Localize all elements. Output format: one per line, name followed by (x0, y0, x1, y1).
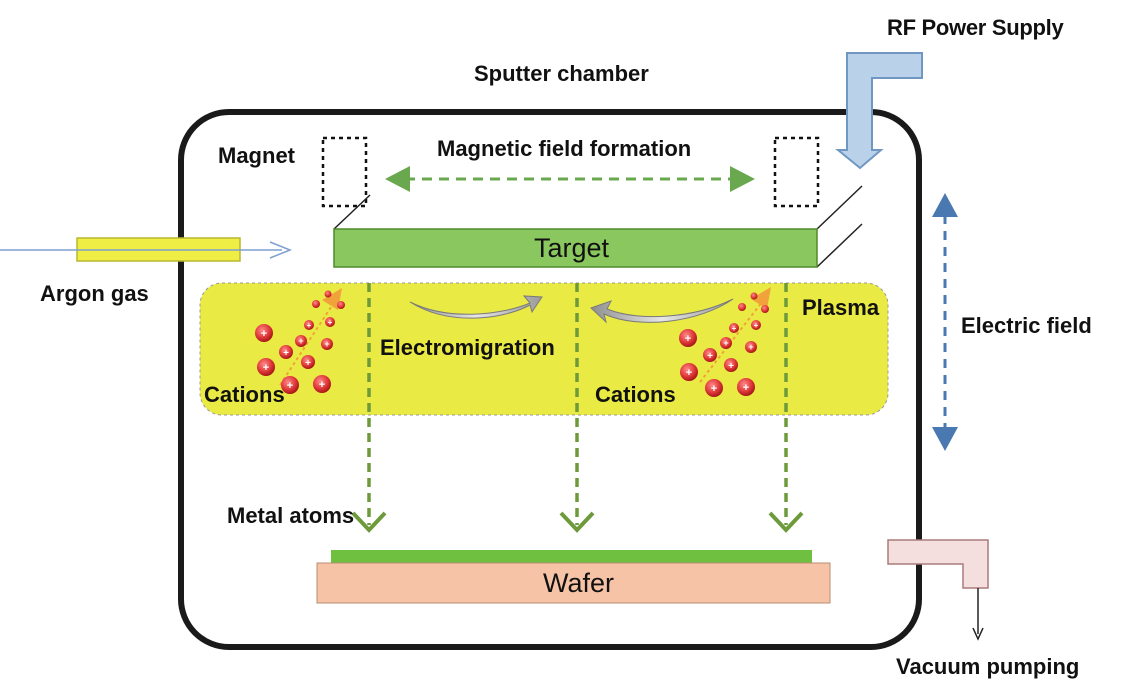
cation-ball: + (325, 317, 335, 327)
cation-ball: + (680, 363, 698, 381)
svg-text:+: + (711, 383, 717, 395)
argon-gas-label: Argon gas (40, 281, 149, 306)
svg-text:+: + (287, 380, 293, 392)
cation-ball (738, 303, 746, 311)
cation-ball (337, 301, 345, 309)
cation-ball (324, 290, 332, 298)
wafer-label: Wafer (543, 568, 615, 598)
cation-ball: + (313, 375, 331, 393)
target-label: Target (534, 233, 610, 263)
svg-text:+: + (754, 321, 759, 330)
cations-right-label: Cations (595, 382, 676, 407)
cation-ball: + (703, 348, 717, 362)
magnet-right (773, 136, 820, 208)
wafer (316, 562, 831, 604)
cation-ball (750, 292, 758, 300)
rf-power-supply-pipe (835, 52, 923, 170)
cation-ball: + (301, 355, 315, 369)
metal-atom-arrow-2 (559, 283, 595, 533)
svg-text:+: + (748, 342, 753, 352)
magnet-label: Magnet (218, 143, 295, 168)
cation-ball: + (295, 335, 307, 347)
svg-text:+: + (263, 362, 269, 374)
cation-ball: + (255, 324, 273, 342)
metal-atoms-label: Metal atoms (227, 503, 355, 528)
cations-cluster-left: + + + + + + + + + + (255, 288, 345, 394)
svg-text:+: + (686, 367, 692, 379)
cation-ball: + (281, 376, 299, 394)
deposited-film (331, 550, 812, 563)
cation-ball: + (257, 358, 275, 376)
svg-text:+: + (743, 382, 749, 394)
rf-power-supply-label: RF Power Supply (887, 15, 1064, 40)
metal-atom-arrow-3 (768, 283, 804, 533)
cation-ball: + (321, 338, 333, 350)
svg-text:+: + (307, 321, 312, 330)
metal-atom-arrow-1 (351, 283, 387, 533)
cation-ball: + (729, 323, 739, 333)
magnetic-field-label: Magnetic field formation (437, 136, 692, 161)
target-plate (333, 185, 863, 268)
cation-ball: + (279, 345, 293, 359)
electromigration-swoop-left (409, 295, 543, 319)
electric-field-arrow (932, 193, 958, 451)
argon-gas-inlet (0, 237, 293, 262)
svg-text:+: + (723, 338, 728, 348)
electromigration-swoop-right (590, 298, 734, 324)
svg-text:+: + (319, 379, 325, 391)
cation-ball (761, 305, 769, 313)
svg-text:+: + (728, 361, 734, 372)
electromigration-label: Electromigration (380, 335, 555, 360)
cations-left-label: Cations (204, 382, 285, 407)
electric-field-label: Electric field (961, 313, 1092, 338)
cation-ball (312, 300, 320, 308)
svg-text:+: + (707, 351, 713, 362)
sputter-chamber-label: Sputter chamber (474, 61, 649, 86)
svg-text:+: + (328, 318, 333, 327)
magnet-left (321, 136, 368, 208)
magnetic-field-arrow (385, 166, 755, 192)
cation-ball: + (720, 337, 732, 349)
plasma-label: Plasma (802, 295, 880, 320)
vacuum-pumping-pipe (887, 539, 989, 641)
cation-ball: + (705, 379, 723, 397)
svg-text:+: + (261, 328, 267, 340)
sputter-chamber-outline (178, 109, 922, 650)
svg-text:+: + (283, 348, 289, 359)
svg-text:+: + (732, 324, 737, 333)
cation-ball: + (679, 329, 697, 347)
cation-ball: + (751, 320, 761, 330)
cation-ball: + (724, 358, 738, 372)
cation-ball: + (745, 341, 757, 353)
svg-text:+: + (685, 333, 691, 345)
cation-ball: + (304, 320, 314, 330)
cation-ball: + (737, 378, 755, 396)
svg-text:+: + (298, 336, 303, 346)
vacuum-pumping-label: Vacuum pumping (896, 654, 1080, 679)
svg-text:+: + (305, 358, 311, 369)
cations-cluster-right: + + + + + + + + + + (679, 287, 771, 397)
svg-text:+: + (324, 339, 329, 349)
